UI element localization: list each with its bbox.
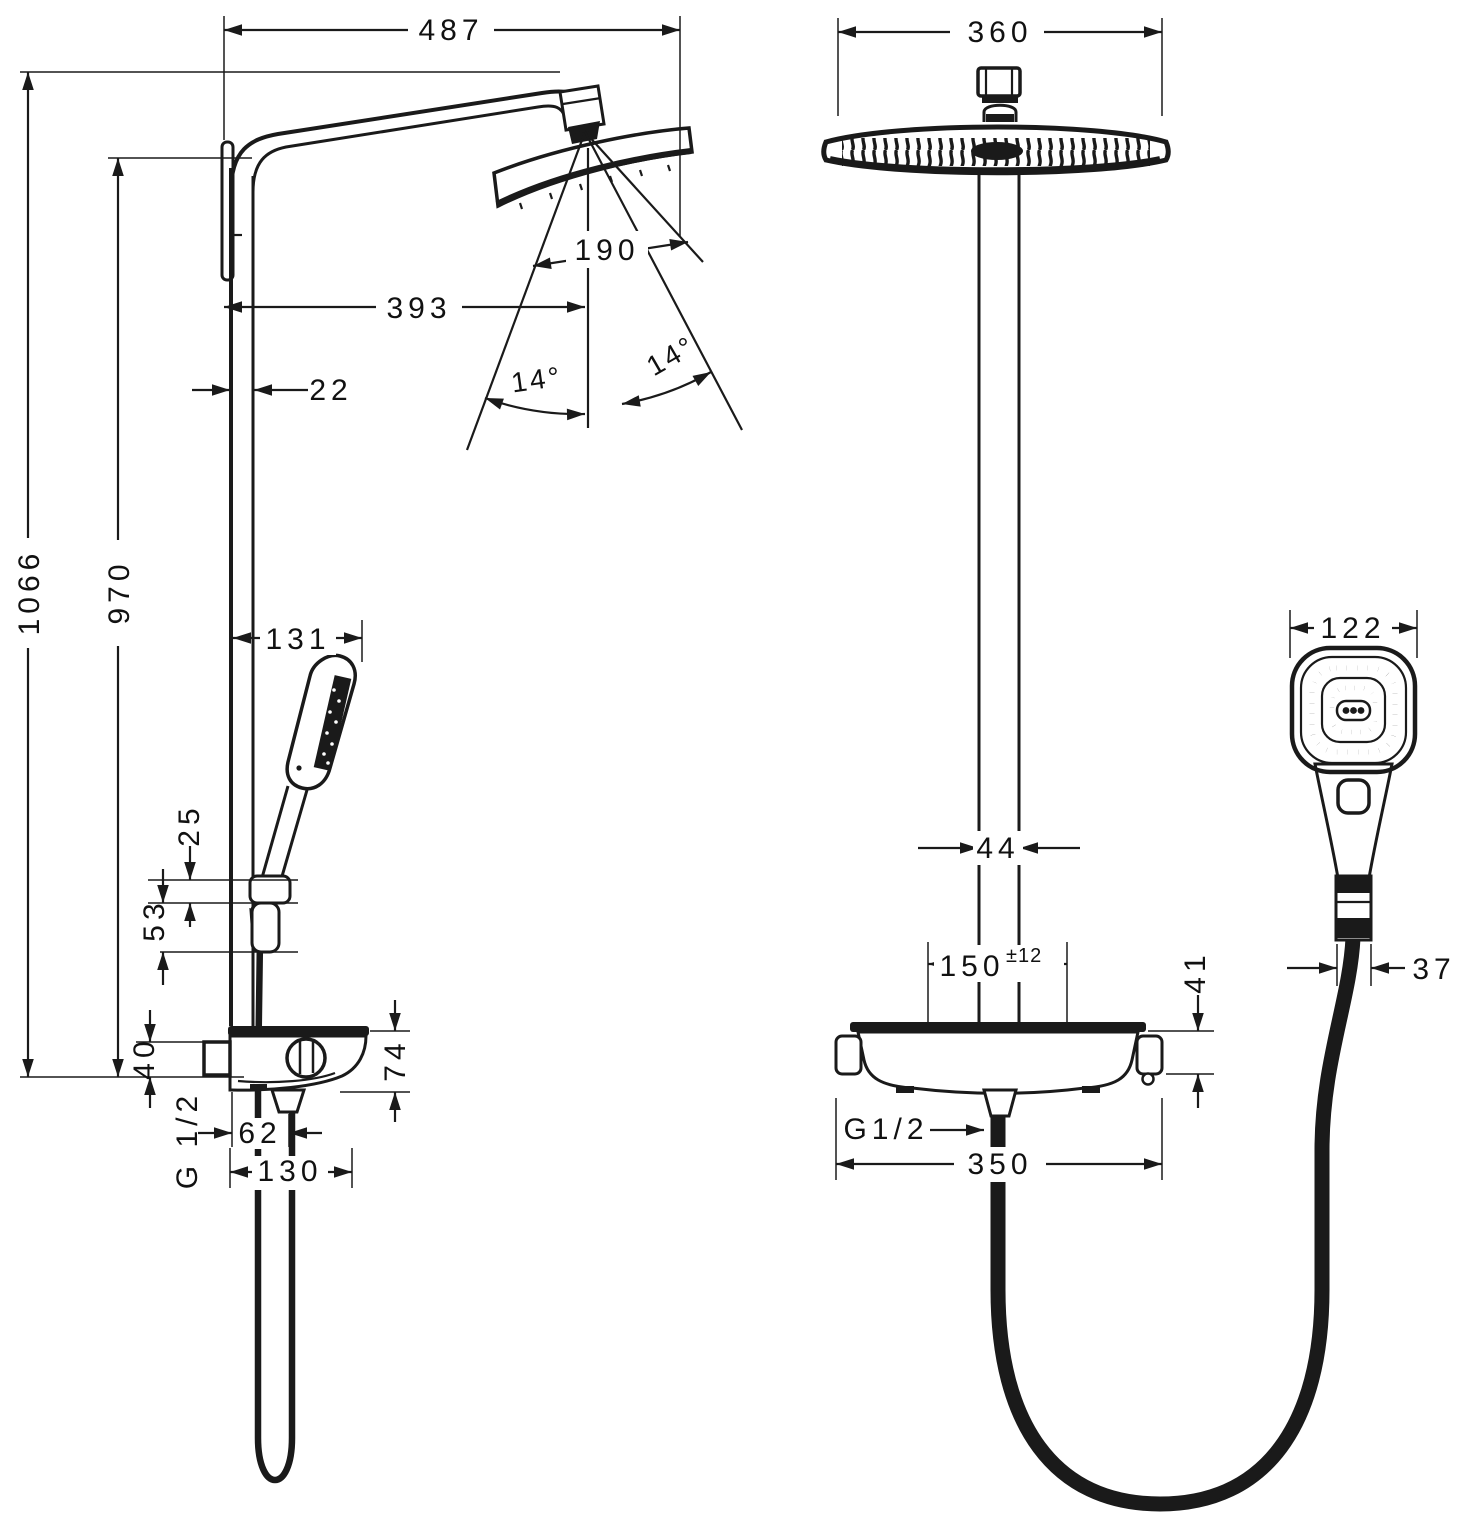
- dim-40-label: 40: [128, 1036, 161, 1079]
- dim-22-label: 22: [309, 374, 352, 407]
- dim-53-label: 53: [138, 898, 171, 941]
- dim-37-label: 37: [1412, 953, 1455, 986]
- dim-1066-label: 1066: [13, 549, 46, 636]
- dim-44-label: 44: [976, 832, 1019, 865]
- side-view: 487 1066 970 393 190 22 14° 14° 131 25: [12, 12, 743, 1484]
- thermostat-front: [834, 1022, 1164, 1118]
- dim-130-label: 130: [257, 1155, 322, 1188]
- side-product: [202, 84, 743, 1484]
- dim-62-label: 62: [238, 1117, 281, 1150]
- front-product: [821, 66, 1418, 1512]
- dim-190-label: 190: [574, 234, 639, 267]
- dim-487-label: 487: [418, 14, 483, 47]
- shower-hose-side: [254, 937, 296, 1484]
- shower-hose-front: [990, 937, 1361, 1512]
- front-view: 360 44 150 ±12 41 122 37 G1/2 350: [821, 14, 1455, 1512]
- dim-angle-left-label: 14°: [509, 361, 564, 399]
- side-dimensions: 487 1066 970 393 190 22 14° 14° 131 25: [12, 12, 701, 1190]
- dim-131-label: 131: [265, 623, 330, 656]
- thermostat-side: [202, 1026, 369, 1114]
- handshower-holder: [248, 874, 292, 954]
- dim-360-label: 360: [967, 16, 1032, 49]
- dim-25-label: 25: [173, 803, 206, 846]
- arm-connector-front: [976, 66, 1022, 122]
- shower-bar-front: [977, 170, 1021, 1024]
- arm-ball-joint: [558, 84, 606, 144]
- front-dimensions: 360 44 150 ±12 41 122 37 G1/2 350: [835, 14, 1455, 1182]
- overhead-shower-front: [821, 124, 1171, 176]
- dim-122-label: 122: [1320, 612, 1385, 645]
- dim-970-label: 970: [103, 559, 136, 624]
- dim-74-label: 74: [379, 1038, 412, 1081]
- thread-side-label: G 1/2: [171, 1091, 204, 1189]
- dim-150-label: 150: [939, 950, 1004, 983]
- hand-shower-front: [1289, 645, 1418, 942]
- dim-150-tolerance-label: ±12: [1006, 945, 1042, 967]
- dim-41-label: 41: [1179, 950, 1212, 993]
- dim-350-label: 350: [967, 1148, 1032, 1181]
- dim-393-label: 393: [386, 292, 451, 325]
- overhead-shower-side: [492, 126, 694, 210]
- thread-front-label: G1/2: [843, 1113, 928, 1146]
